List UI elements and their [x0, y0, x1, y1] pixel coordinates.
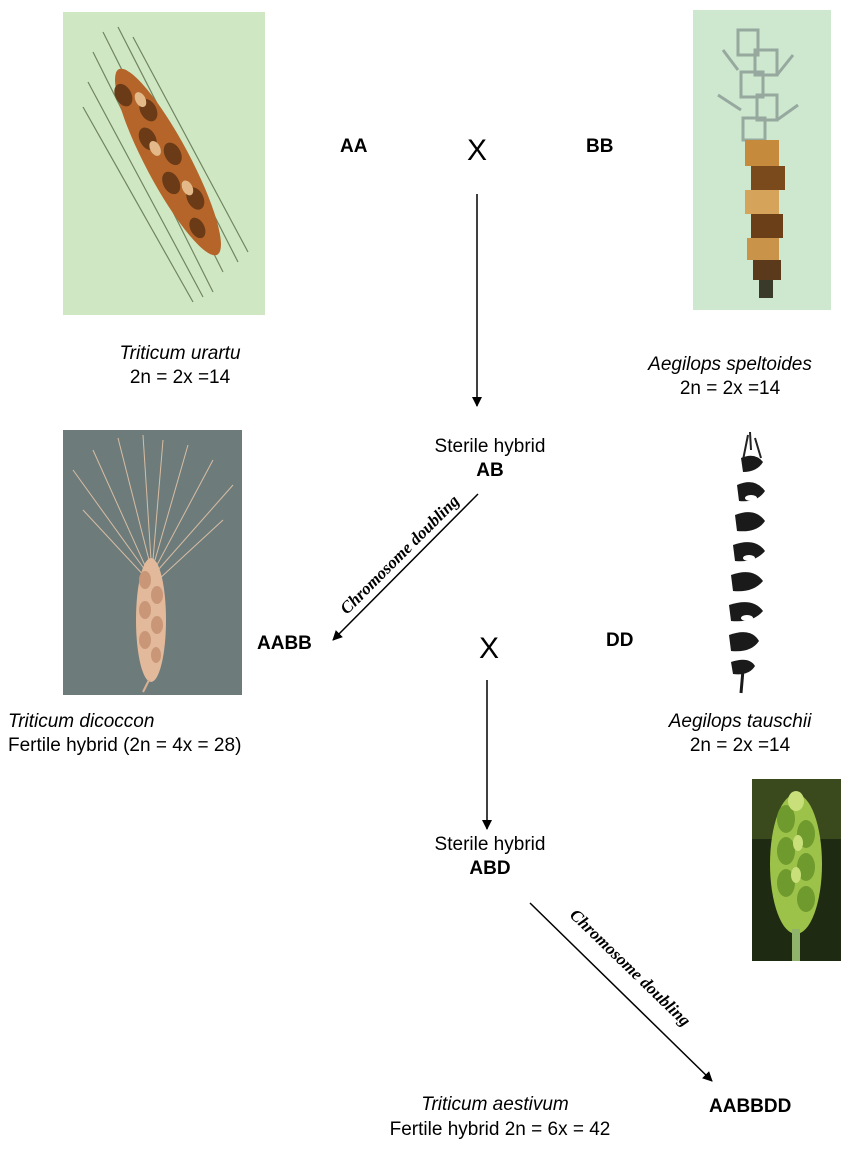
ploidy-aegilops-speltoides: 2n = 2x =14 — [630, 377, 830, 400]
genotype-bb: BB — [586, 136, 613, 158]
sterile-hybrid-1-label: Sterile hybrid — [400, 435, 580, 458]
tetraploid-description: Fertile hybrid (2n = 4x = 28) — [8, 734, 241, 757]
species-triticum-dicoccon: Triticum dicoccon — [8, 710, 154, 733]
genotype-ab: AB — [400, 459, 580, 482]
ploidy-triticum-urartu: 2n = 2x =14 — [100, 366, 260, 389]
species-triticum-urartu: Triticum urartu — [100, 342, 260, 365]
species-aegilops-speltoides: Aegilops speltoides — [630, 353, 830, 376]
arrow-hybrid1-to-aabb — [333, 494, 478, 640]
arrow-hybrid2-to-aabbdd — [530, 903, 712, 1081]
hexaploid-description: Fertile hybrid 2n = 6x = 42 — [370, 1118, 630, 1141]
genotype-aa: AA — [340, 136, 367, 158]
cross-symbol-2: X — [479, 634, 499, 664]
sterile-hybrid-2-label: Sterile hybrid — [400, 833, 580, 856]
cross-symbol-1: X — [467, 136, 487, 166]
species-triticum-aestivum: Triticum aestivum — [400, 1093, 590, 1116]
genotype-aabbdd: AABBDD — [709, 1096, 791, 1118]
genotype-abd: ABD — [400, 857, 580, 880]
ploidy-aegilops-tauschii: 2n = 2x =14 — [640, 734, 840, 757]
species-aegilops-tauschii: Aegilops tauschii — [640, 710, 840, 733]
genotype-dd: DD — [606, 630, 633, 652]
genotype-aabb: AABB — [257, 633, 312, 655]
